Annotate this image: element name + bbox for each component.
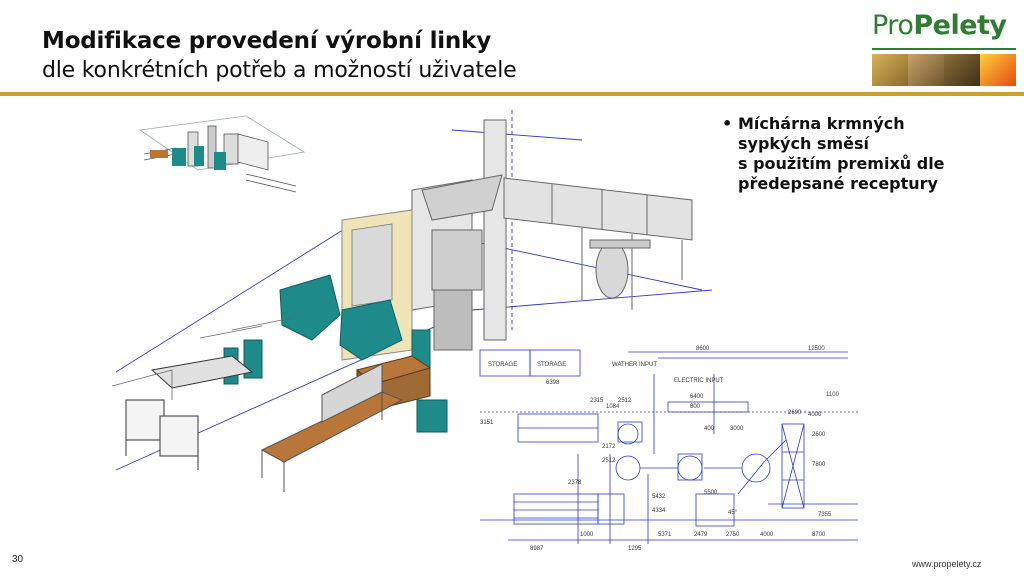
plan-dim: 1100 [826, 392, 840, 398]
plan-dim: 4000 [760, 532, 774, 538]
slide-subtitle: dle konkrétních potřeb a možností uživat… [42, 58, 517, 83]
plan-dim: 4334 [652, 508, 666, 514]
plan-dim: 2512 [618, 398, 632, 404]
bullet-line: sypkých směsí [738, 134, 869, 153]
plan-dim: 2315 [590, 398, 604, 404]
page-number: 30 [12, 554, 24, 565]
logo-photo-pellets [908, 54, 944, 86]
plan-dim: 5432 [652, 494, 666, 500]
plan-dim: 45° [728, 510, 738, 516]
plan-dim: 8700 [812, 532, 826, 538]
logo-image-strip [872, 54, 1016, 86]
plan-dim: 12500 [808, 346, 825, 352]
plan-dim: 8600 [696, 346, 710, 352]
plan-dim: 7800 [812, 462, 826, 468]
plan-dim: 3000 [730, 426, 744, 432]
plan-dim: 5371 [658, 532, 672, 538]
plan-dim: 2690 [788, 410, 802, 416]
logo-text-pelety: Pelety [913, 10, 1007, 41]
plan-dim: 1000 [580, 532, 594, 538]
logo-photo-straw [944, 54, 980, 86]
bullet-dot: • [722, 114, 733, 133]
slide-title: Modifikace provedení výrobní linky [42, 28, 491, 54]
plan-dim: 2479 [694, 532, 708, 538]
bullet-line: předepsané receptury [738, 174, 938, 193]
plan-dim: 6398 [546, 380, 560, 386]
plan-dim: 5500 [704, 490, 718, 496]
plan-label-electric: ELECTRIC INPUT [674, 378, 724, 384]
production-line-render [112, 110, 713, 492]
plan-dim: 1084 [606, 404, 620, 410]
logo-photo-fire [980, 54, 1016, 86]
bullet-line: Míchárna krmných [738, 114, 905, 133]
plan-label-wather: WATHER INPUT [612, 362, 657, 368]
plan-dim: 2172 [602, 444, 616, 450]
logo-text: ProPelety [872, 10, 1007, 41]
plan-dim: 3151 [480, 420, 494, 426]
plan-dim: 2378 [568, 480, 582, 486]
header-divider [0, 92, 1024, 96]
logo-text-pro: Pro [872, 10, 914, 41]
plan-dim: 800 [690, 404, 701, 410]
logo-underline [872, 48, 1016, 50]
plan-dim: 4000 [808, 412, 822, 418]
floor-plan-blueprint: STORAGE STORAGE WATHER INPUT ELECTRIC IN… [479, 346, 858, 552]
footer-website: www.propelety.cz [912, 559, 982, 569]
plan-dim: 400 [704, 426, 715, 432]
bullet-text: Míchárna krmných sypkých směsí s použití… [738, 114, 978, 194]
plan-dim: 8987 [530, 546, 544, 552]
plan-dim: 2512 [602, 458, 616, 464]
plan-label-storage-1: STORAGE [488, 362, 517, 368]
storage-room-2 [529, 349, 581, 377]
propelety-logo: ProPelety [866, 10, 1016, 86]
plan-label-storage-2: STORAGE [537, 362, 566, 368]
plan-dim: 7355 [818, 512, 832, 518]
bullet-line: s použitím premixů dle [738, 154, 945, 173]
logo-photo-wood [872, 54, 908, 86]
plan-dim: 2750 [726, 532, 740, 538]
overview-render [138, 115, 306, 193]
plan-dim: 6400 [690, 394, 704, 400]
plan-dim: 2600 [812, 432, 826, 438]
plan-dim: 1295 [628, 546, 642, 552]
